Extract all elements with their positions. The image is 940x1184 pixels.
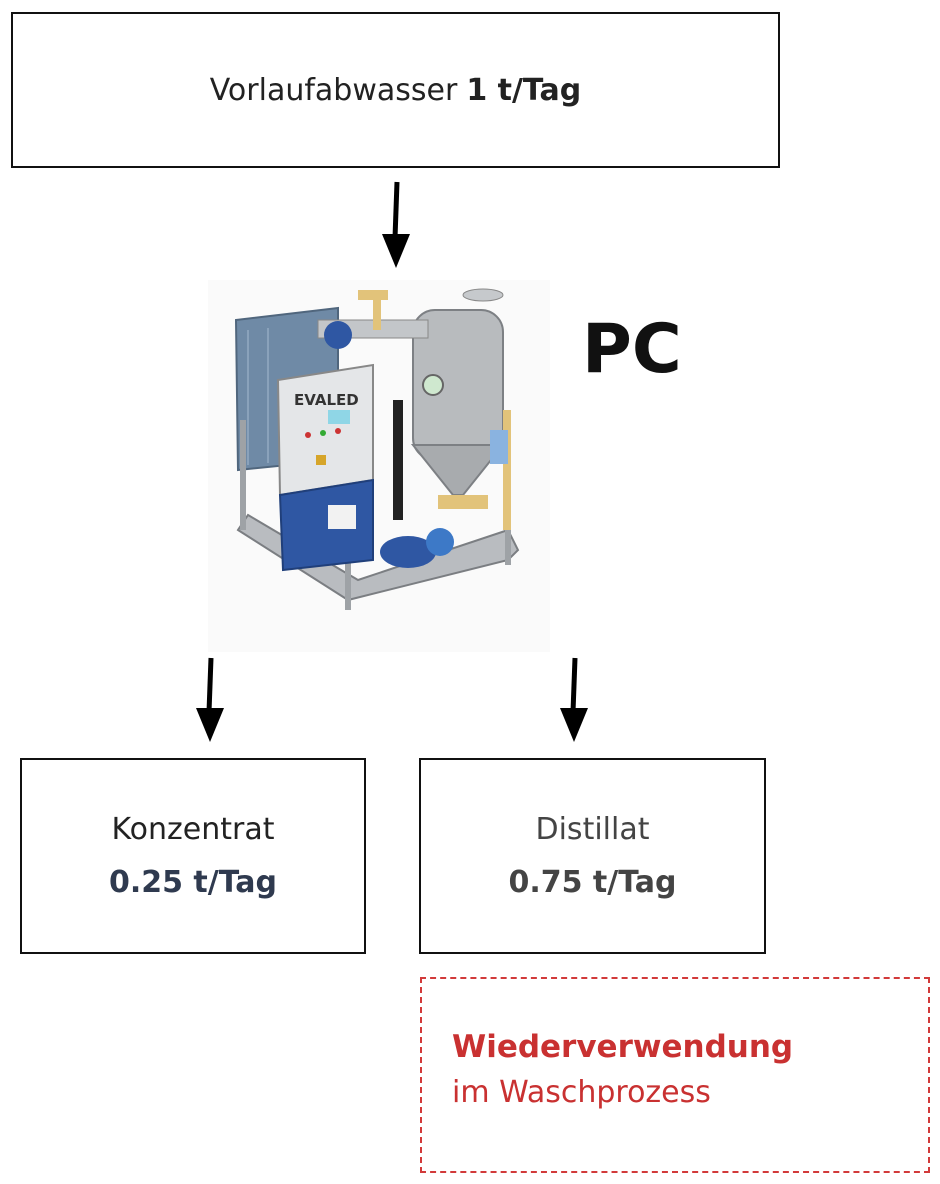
distillate-box: Distillat 0.75 t/Tag [419, 758, 766, 954]
arrow-to-distillate [560, 657, 588, 742]
concentrate-amount: 0.25 t/Tag [108, 865, 278, 900]
concentrate-name: Konzentrat [111, 812, 275, 847]
reuse-subtitle: im Waschprozess [452, 1075, 711, 1110]
input-name: Vorlaufabwasser [209, 72, 458, 108]
arrow-to-machine [382, 181, 410, 268]
distillate-amount: 0.75 t/Tag [508, 865, 677, 900]
distillate-name: Distillat [535, 812, 650, 847]
reuse-title: Wiederverwendung [452, 1029, 794, 1065]
arrow-to-concentrate [196, 657, 224, 742]
input-amount: 1 t/Tag [466, 72, 582, 108]
evaporator-machine-image: EVALED [208, 280, 550, 652]
reuse-box: Wiederverwendung im Waschprozess [420, 977, 930, 1173]
concentrate-box: Konzentrat 0.25 t/Tag [20, 758, 366, 954]
unit-label: PC [582, 310, 682, 389]
machine-brand-text: EVALED [294, 391, 359, 409]
